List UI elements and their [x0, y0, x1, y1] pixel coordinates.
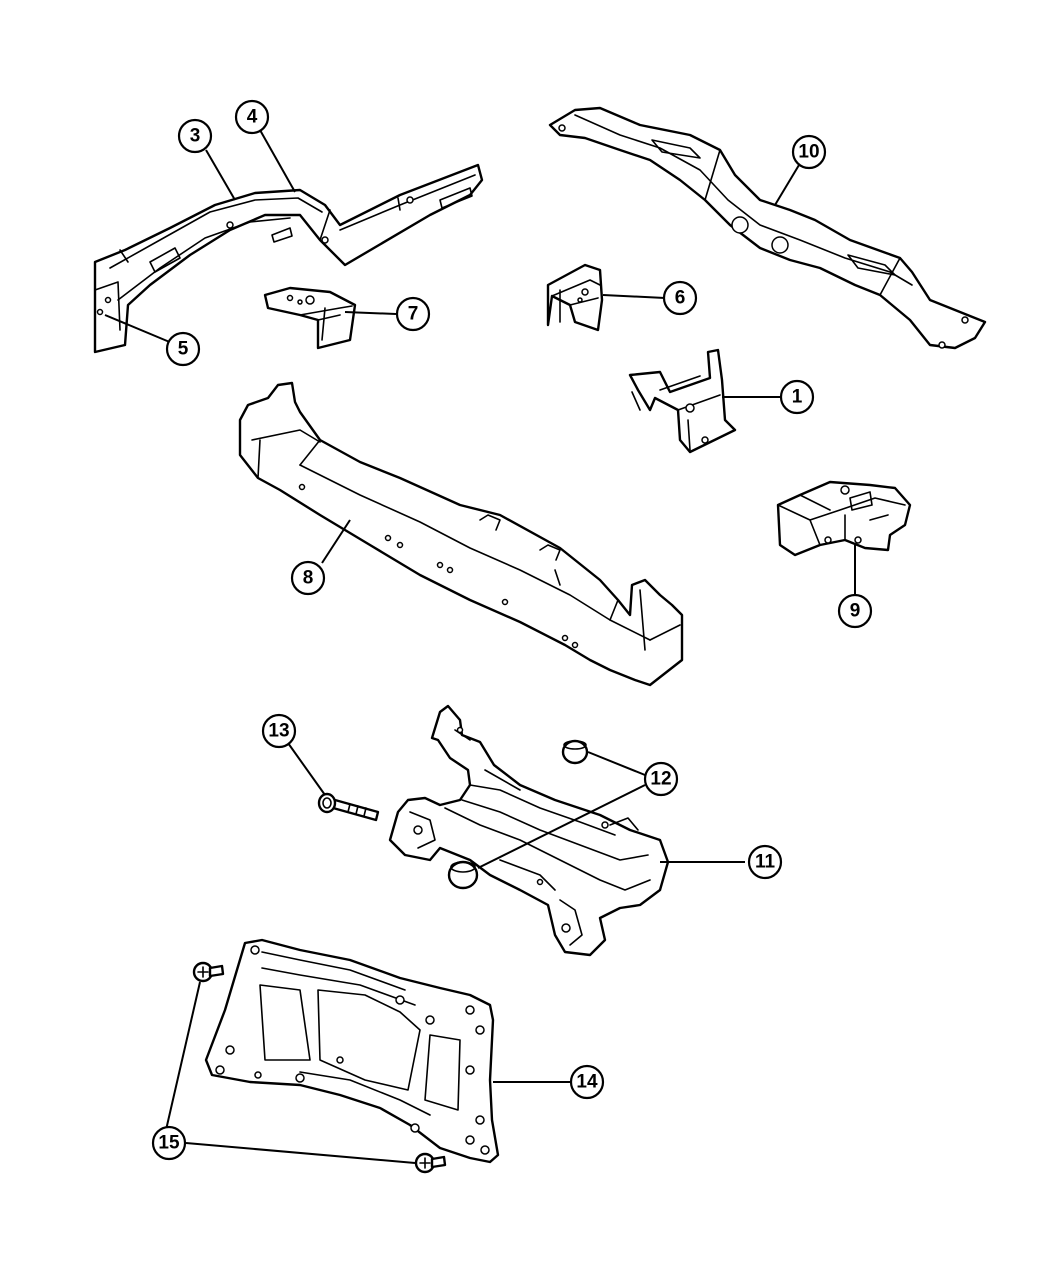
- callout-15-label: 15: [158, 1133, 180, 1154]
- callout-3-label: 3: [190, 126, 201, 147]
- callout-11: 11: [747, 844, 783, 880]
- callout-4-label: 4: [247, 107, 258, 128]
- bushing-lower-part: [447, 860, 479, 890]
- callout-11-label: 11: [755, 852, 776, 873]
- bracket-6-part: [546, 263, 604, 332]
- callout-8: 8: [290, 560, 326, 596]
- callout-7-label: 7: [408, 304, 419, 325]
- callout-6: 6: [662, 280, 698, 316]
- cradle-bolt-part: [317, 792, 380, 822]
- callout-15: 15: [151, 1125, 187, 1161]
- skid-plate-part: [204, 938, 500, 1164]
- callout-14: 14: [569, 1064, 605, 1100]
- rear-cross-rail-part: [548, 106, 987, 350]
- callout-5-label: 5: [178, 339, 189, 360]
- engine-cradle-part: [388, 704, 670, 957]
- callout-10-label: 10: [798, 142, 819, 163]
- leader-lines: [104, 129, 856, 1164]
- bracket-7-part: [263, 286, 357, 350]
- callout-7: 7: [395, 296, 431, 332]
- callout-1: 1: [779, 379, 815, 415]
- callout-9: 9: [837, 593, 873, 629]
- front-crossmember-part: [238, 381, 684, 687]
- bushing-upper-part: [561, 739, 589, 765]
- front-frame-rail-part: [93, 163, 484, 354]
- callout-12-label: 12: [650, 769, 671, 790]
- callout-4: 4: [234, 99, 270, 135]
- callout-8-label: 8: [303, 568, 314, 589]
- mount-bracket-9-part: [776, 480, 912, 557]
- callout-5: 5: [165, 331, 201, 367]
- callout-10: 10: [791, 134, 827, 170]
- screw-upper-part: [192, 961, 225, 983]
- callout-6-label: 6: [675, 288, 686, 309]
- screw-lower-part: [414, 1152, 447, 1174]
- callout-9-label: 9: [850, 601, 861, 622]
- callout-3: 3: [177, 118, 213, 154]
- callout-13-label: 13: [268, 721, 289, 742]
- bracket-1-part: [628, 348, 737, 454]
- callout-13: 13: [261, 713, 297, 749]
- callout-14-label: 14: [576, 1072, 598, 1093]
- callout-12: 12: [643, 761, 679, 797]
- callout-1-label: 1: [792, 387, 803, 408]
